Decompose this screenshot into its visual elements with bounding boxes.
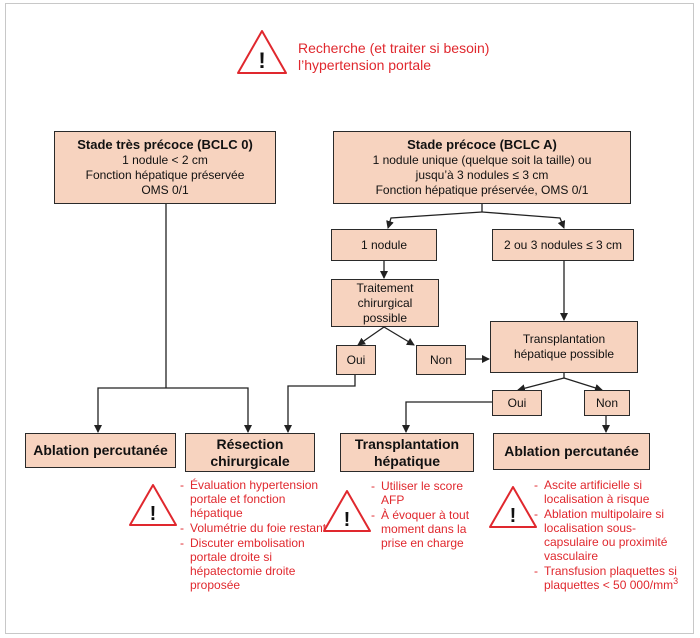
transplantation-box: Transplantation hépatique	[340, 433, 474, 472]
ablation-left-box: Ablation percutanée	[25, 433, 176, 468]
stage-bclcA-line2: jusqu’à 3 nodules ≤ 3 cm	[415, 168, 549, 182]
resection-note: Évaluation hypertension portale et fonct…	[180, 478, 330, 520]
ablation-note: Transfusion plaquettes si plaquettes < 5…	[534, 564, 684, 592]
ablation-right-label: Ablation percutanée	[504, 443, 639, 459]
transplant-yes-box: Oui	[492, 390, 542, 416]
transplant-note: Utiliser le score AFP	[371, 479, 489, 507]
transplant-note: À évoquer à tout moment dans la prise en…	[371, 508, 489, 550]
stage-bclcA-line1: 1 nodule unique (quelque soit la taille)…	[372, 153, 592, 167]
resection-notes: Évaluation hypertension portale et fonct…	[180, 478, 330, 593]
stage-bclcA-line3: Fonction hépatique préservée, OMS 0/1	[375, 183, 589, 197]
ablation-note: Ascite artificielle si localisation à ri…	[534, 478, 684, 506]
svg-text:!: !	[258, 48, 265, 73]
transplant-notes: Utiliser le score AFP À évoquer à tout m…	[371, 479, 489, 551]
arrow-to-ablation-left	[94, 387, 166, 433]
svg-text:!: !	[150, 503, 157, 525]
portal-hypertension-warning: Recherche (et traiter si besoin) l’hyper…	[298, 40, 489, 74]
surgery-no-label: Non	[429, 352, 452, 367]
resection-box: Résection chirurgicale	[185, 433, 315, 472]
arrow-to-surgery-no	[383, 326, 415, 346]
transplant-possible-box: Transplantation hépatique possible	[490, 321, 638, 373]
warning-triangle-icon: !	[323, 490, 371, 532]
ablation-right-box: Ablation percutanée	[493, 433, 650, 470]
arrow-transplant-yes-to-transplantation	[402, 401, 492, 433]
ablation-left-label: Ablation percutanée	[33, 442, 168, 458]
surgery-yes-label: Oui	[346, 352, 366, 367]
stage-bclcA-box: Stade précoce (BCLC A) 1 nodule unique (…	[333, 131, 631, 204]
one-nodule-box: 1 nodule	[331, 229, 437, 261]
arrow-to-transplant-no	[563, 377, 603, 392]
resection-line2: chirurgicale	[210, 452, 290, 469]
transplantation-line2: hépatique	[373, 452, 441, 469]
stage-bclc0-line2: Fonction hépatique préservée	[85, 168, 245, 182]
arrow-to-resection	[166, 387, 252, 433]
surgery-yes-box: Oui	[336, 345, 376, 375]
surgery-line1: Traitement chirurgical	[356, 280, 414, 310]
two-three-nodules-label: 2 ou 3 nodules ≤ 3 cm	[504, 237, 622, 252]
resection-note: Discuter embolisation portale droite si …	[180, 536, 330, 592]
warning-line-2: l’hypertension portale	[298, 57, 432, 73]
surgery-line2: possible	[362, 310, 408, 325]
svg-text:!: !	[344, 509, 351, 531]
two-three-nodules-box: 2 ou 3 nodules ≤ 3 cm	[492, 229, 634, 261]
resection-line1: Résection	[216, 435, 284, 452]
ablation-note-text: Transfusion plaquettes si plaquettes < 5…	[544, 564, 677, 592]
arrow-surgery-yes-to-resection	[284, 375, 356, 433]
stage-bclc0-line3: OMS 0/1	[141, 183, 189, 197]
stage-bclc0-title: Stade très précoce (BCLC 0)	[77, 137, 253, 152]
arrow-to-one-nodule	[386, 211, 483, 229]
arrow-to-surgery-yes	[357, 326, 385, 346]
transplant-no-label: Non	[595, 395, 618, 410]
stage-bclcA-title: Stade précoce (BCLC A)	[407, 137, 557, 152]
transplant-possible-line1: Transplantation	[522, 332, 606, 346]
warning-triangle-icon: !	[489, 486, 537, 528]
surgery-possible-box: Traitement chirurgical possible	[331, 279, 439, 327]
warning-triangle-icon: !	[129, 484, 177, 526]
ablation-note-superscript: 3	[673, 576, 679, 586]
arrow-to-transplant-yes	[517, 377, 565, 393]
ablation-notes: Ascite artificielle si localisation à ri…	[534, 478, 684, 593]
ablation-note: Ablation multipolaire si localisation so…	[534, 507, 684, 563]
transplantation-line1: Transplantation	[354, 435, 460, 452]
resection-note: Volumétrie du foie restant	[180, 521, 330, 535]
warning-triangle-icon: !	[237, 30, 287, 74]
one-nodule-label: 1 nodule	[360, 237, 408, 252]
stage-bclc0-box: Stade très précoce (BCLC 0) 1 nodule < 2…	[54, 131, 276, 204]
figure-frame	[5, 3, 694, 634]
transplant-yes-label: Oui	[507, 395, 527, 410]
surgery-no-box: Non	[416, 345, 466, 375]
warning-line-1: Recherche (et traiter si besoin)	[298, 40, 490, 56]
arrow-to-two-three	[481, 211, 566, 229]
transplant-no-box: Non	[584, 390, 630, 416]
transplant-possible-line2: hépatique possible	[513, 347, 615, 361]
stage-bclc0-line1: 1 nodule < 2 cm	[122, 153, 208, 167]
svg-text:!: !	[510, 505, 517, 527]
